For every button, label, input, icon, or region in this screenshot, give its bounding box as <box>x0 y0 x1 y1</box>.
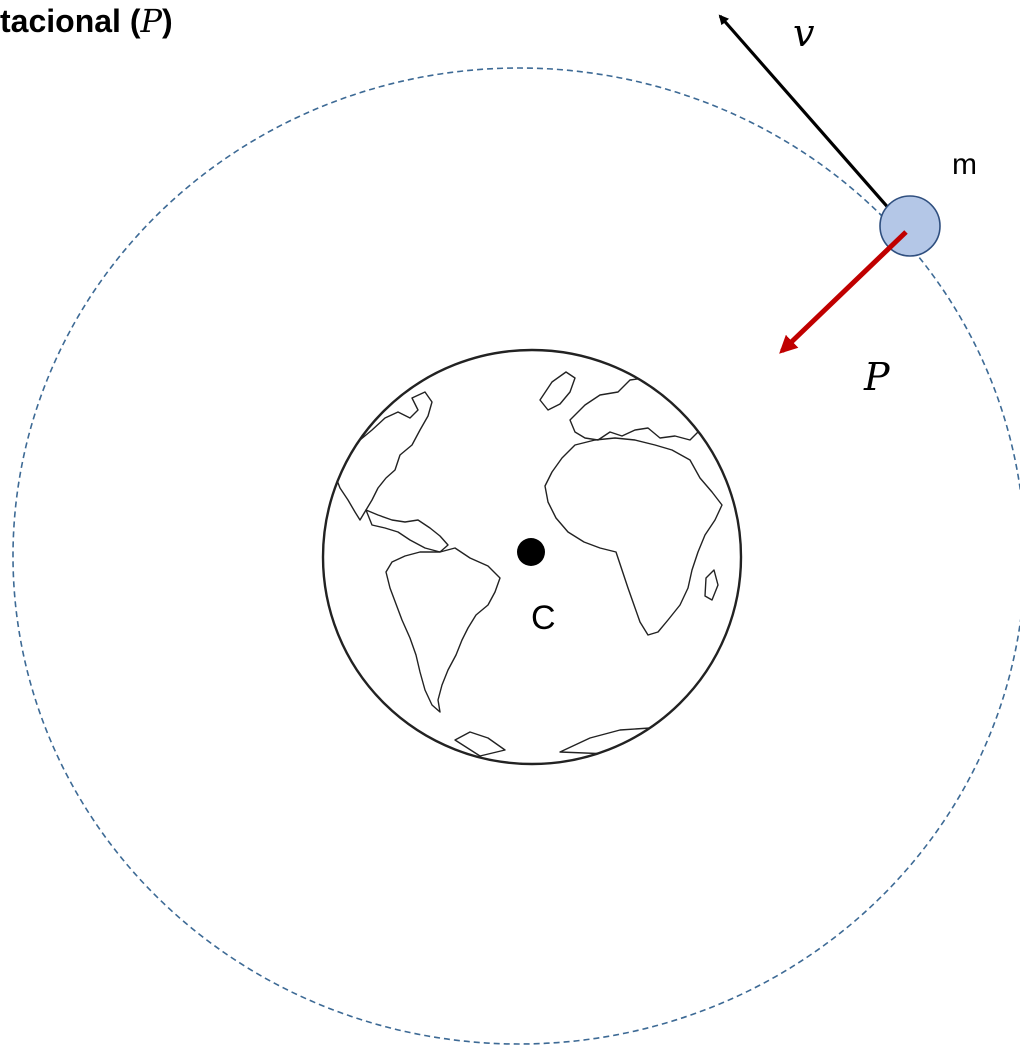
mass-label: m <box>952 148 977 181</box>
madagascar-outline <box>704 569 719 601</box>
north-america-outline <box>332 391 433 521</box>
center-label: C <box>531 599 556 637</box>
europe-outline <box>569 377 699 441</box>
africa-outline <box>544 437 723 636</box>
weight-label: P <box>864 355 890 399</box>
south-america-outline <box>385 547 501 713</box>
title-text: tacional ( <box>0 3 141 39</box>
center-point <box>517 538 545 566</box>
central-america-outline <box>365 509 449 553</box>
velocity-arrow <box>718 14 908 230</box>
weight-arrow <box>779 230 908 354</box>
title-symbol: P <box>140 2 162 40</box>
greenland-outline <box>539 371 576 411</box>
velocity-label: v <box>793 11 815 55</box>
orbit-path <box>12 67 1020 1045</box>
title-close: ) <box>162 3 173 39</box>
diagram-title: tacional (P) <box>0 2 173 40</box>
